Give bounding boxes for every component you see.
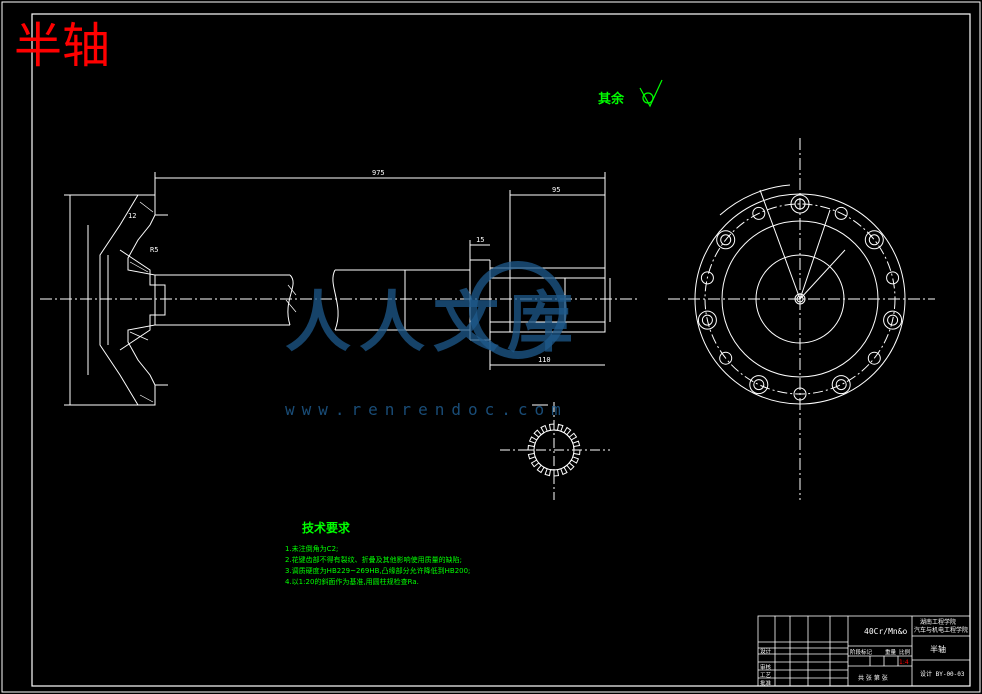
- roughness-symbol-icon: [639, 79, 663, 108]
- title-block-weight-label: 重量: [885, 648, 897, 656]
- dim-fillet: R5: [150, 246, 158, 254]
- dim-spline-end-length: 110: [538, 356, 551, 364]
- dim-small-step: 15: [476, 236, 484, 244]
- bolt-hole-inner: [720, 234, 732, 246]
- roughness-note-label: 其余: [598, 91, 625, 107]
- tech-req-item-3: 3.调质硬度为HB229~269HB,凸缘部分允许降低到HB200;: [285, 566, 470, 575]
- title-block-part-name: 半轴: [930, 644, 946, 654]
- watermark-url: www.renrendoc.com: [285, 400, 568, 419]
- bolt-hole: [834, 206, 848, 220]
- bolt-hole: [719, 351, 733, 365]
- bolt-hole: [886, 271, 900, 285]
- bolt-hole: [697, 310, 717, 330]
- title-block-school-2: 汽车与机电工程学院: [914, 626, 968, 634]
- bolt-hole: [883, 310, 903, 330]
- title-block-checker-label: 审核: [760, 663, 772, 671]
- bolt-hole: [700, 271, 714, 285]
- bolt-hole-inner: [887, 314, 899, 326]
- title-block-process-label: 工艺: [760, 672, 772, 679]
- bolt-hole-inner: [835, 379, 847, 391]
- flange-end-view: [668, 138, 935, 500]
- spline-teeth-outline: [527, 423, 581, 477]
- title-block-material: 40Cr/Mn&o: [864, 627, 908, 636]
- title-block-scale-value: 1:4: [899, 659, 909, 666]
- bolt-hole: [864, 230, 884, 250]
- title-block-designer-label: 设计: [760, 647, 772, 655]
- bolt-hole: [790, 194, 810, 214]
- watermark-brand: 人人文库: [285, 284, 581, 361]
- inner-frame: [31, 13, 971, 687]
- drawing-title: 半轴: [14, 18, 110, 74]
- title-block-approve-label: 批准: [760, 679, 772, 687]
- bolt-hole-inner: [794, 198, 806, 210]
- title-block-school-1: 湖南工程学院: [920, 618, 956, 626]
- title-block-stage-label: 阶段标记: [850, 648, 873, 656]
- watermark-logo-icon: [469, 261, 567, 359]
- bolt-hole: [831, 375, 851, 395]
- bolt-hole-inner: [868, 234, 880, 246]
- bolt-hole-inner: [701, 314, 713, 326]
- title-block-scale-label: 比例: [899, 648, 911, 656]
- bolt-hole: [716, 230, 736, 250]
- spline-section-view: [500, 402, 610, 500]
- tech-req-item-4: 4.以1:20的斜面作为基准,用圆柱规检查Ra.: [285, 577, 419, 586]
- dim-overall-length: 975: [372, 169, 385, 177]
- tech-req-heading: 技术要求: [302, 520, 351, 535]
- bolt-hole: [867, 351, 881, 365]
- title-block-drawing-no: 设计 BY-00-03: [920, 670, 965, 678]
- bolt-hole: [749, 375, 769, 395]
- tech-req-item-2: 2.花键齿部不得有裂纹、折叠及其他影响使用质量的缺陷;: [285, 555, 462, 564]
- dim-flange-thickness: 12: [128, 212, 136, 220]
- bolt-hole: [752, 206, 766, 220]
- bolt-hole-inner: [753, 379, 765, 391]
- bolt-hole: [793, 387, 807, 401]
- tech-req-item-1: 1.未注倒角为C2;: [285, 544, 338, 553]
- title-block: [757, 615, 971, 687]
- dim-spline-length: 95: [552, 186, 560, 194]
- title-block-sheet: 共 张 第 张: [858, 674, 888, 682]
